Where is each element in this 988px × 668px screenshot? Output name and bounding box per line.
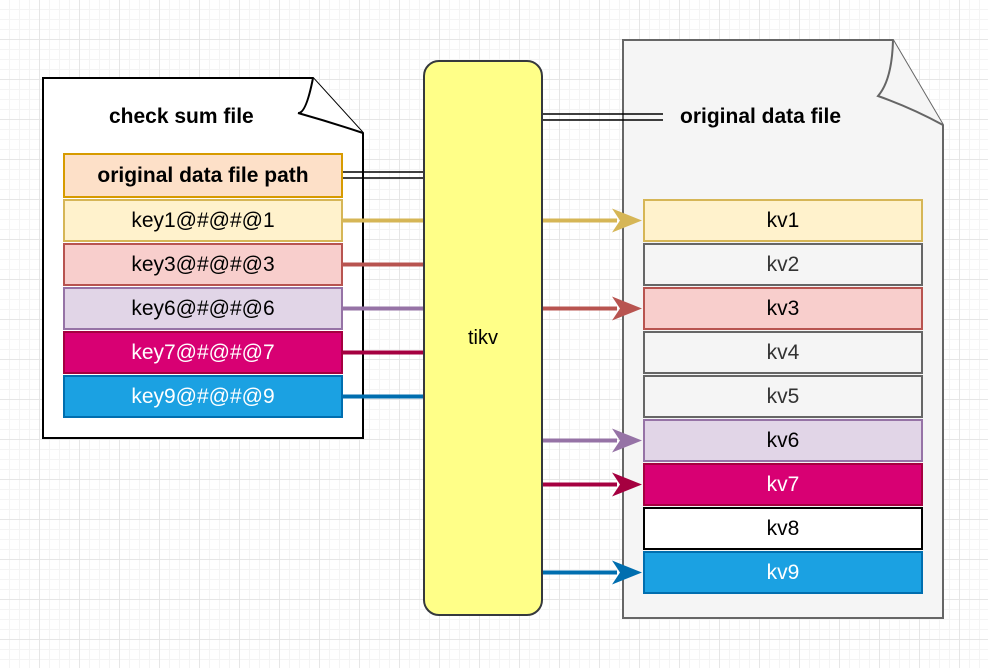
kv-row: kv4 [643, 331, 923, 374]
kv-row: kv6 [643, 419, 923, 462]
checksum-key-row: key6@#@#@6 [63, 287, 343, 330]
original-file-fold [876, 39, 944, 126]
arrowhead [612, 428, 642, 453]
original-data-file-path: original data file path [63, 153, 343, 198]
file-link [543, 113, 663, 121]
kv-row: kv7 [643, 463, 923, 506]
arrowhead [612, 560, 642, 585]
connectors [343, 208, 642, 585]
arrowhead [612, 296, 642, 321]
checksum-key-row: key9@#@#@9 [63, 375, 343, 418]
arrowhead [612, 472, 642, 497]
arrowhead [612, 208, 642, 233]
kv-row: kv3 [643, 287, 923, 330]
kv-row: kv1 [643, 199, 923, 242]
checksum-key-row: key3@#@#@3 [63, 243, 343, 286]
tikv-node: tikv [423, 60, 543, 616]
kv-row: kv8 [643, 507, 923, 550]
checksum-key-row: key7@#@#@7 [63, 331, 343, 374]
checksum-key-row: key1@#@#@1 [63, 199, 343, 242]
original-file-title: original data file [680, 105, 842, 128]
path-link [343, 171, 423, 179]
checksum-file-fold [297, 77, 364, 134]
kv-row: kv5 [643, 375, 923, 418]
kv-row: kv9 [643, 551, 923, 594]
kv-row: kv2 [643, 243, 923, 286]
checksum-file-title: check sum file [109, 105, 254, 128]
tikv-label: tikv [468, 326, 498, 349]
